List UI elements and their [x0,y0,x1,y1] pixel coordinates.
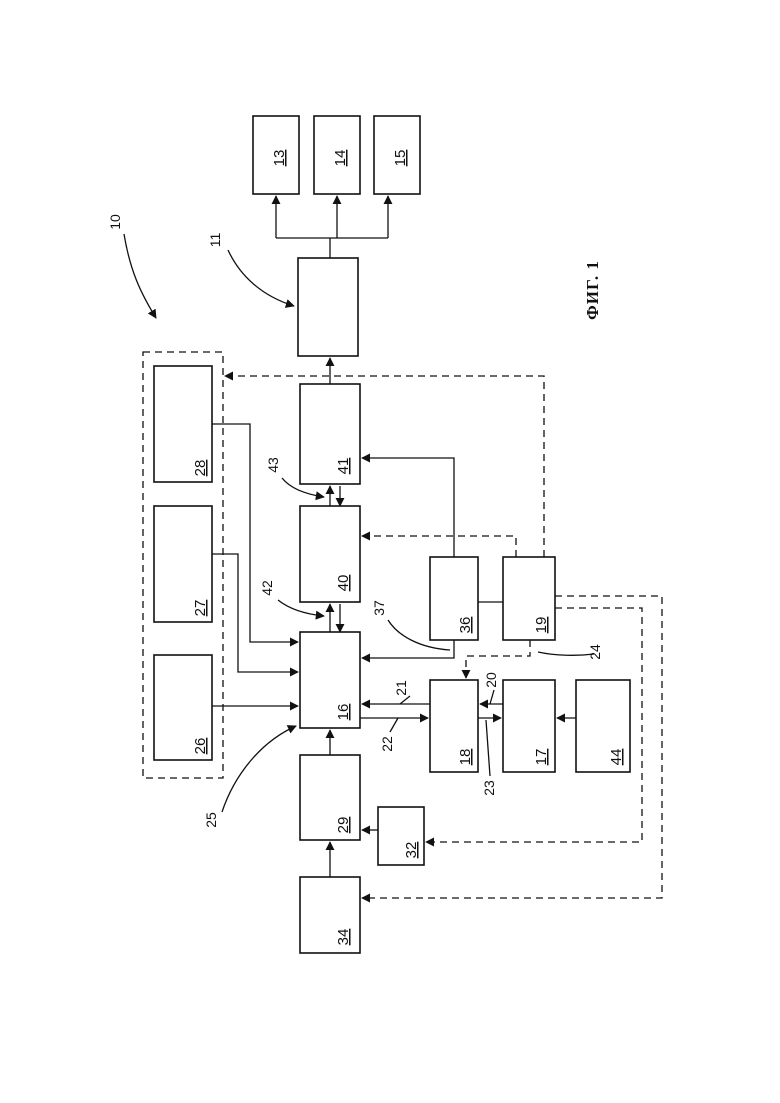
block-32-label: 32 [403,842,420,859]
ref-42-text: 42 [259,580,275,596]
block-19-label: 19 [533,617,550,634]
ref-21-text: 21 [393,680,409,696]
ref-21: 21 [393,680,410,704]
arrow-36-to-41 [362,458,454,557]
ref-25: 25 [203,726,296,828]
block-15-label: 15 [392,150,409,167]
arrow-28-to-16 [212,424,298,642]
ref-37: 37 [371,600,450,650]
block-41-label: 41 [335,458,352,475]
block-27: 27 [154,506,212,622]
block-36: 36 [430,557,478,640]
block-29-label: 29 [335,817,352,834]
ref-37-text: 37 [371,600,387,616]
ref-23: 23 [481,720,497,796]
block-11 [298,258,358,356]
figure-caption: ФИГ. 1 [583,260,602,320]
block-36-label: 36 [457,617,474,634]
ref-11-text: 11 [207,233,223,248]
block-14-label: 14 [332,150,349,167]
ref-24: 24 [538,644,603,660]
block-18: 18 [430,680,478,772]
dashed-19-to-32 [426,608,642,842]
block-16: 16 [300,632,360,728]
block-40-label: 40 [335,575,352,592]
block-41: 41 [300,384,360,484]
block-40: 40 [300,506,360,602]
ref-10: 10 [107,214,156,318]
block-44-label: 44 [608,749,625,766]
block-17: 17 [503,680,555,772]
ref-10-text: 10 [107,214,123,230]
ref-11: 11 [207,233,294,306]
block-44: 44 [576,680,630,772]
arrow-27-to-16 [212,554,298,672]
block-18-label: 18 [457,749,474,766]
block-17-label: 17 [533,749,550,766]
block-13-label: 13 [271,150,288,167]
ref-20: 20 [483,672,499,704]
ref-42: 42 [259,580,324,616]
block-29: 29 [300,755,360,840]
block-34-label: 34 [335,929,352,946]
ref-23-text: 23 [481,780,497,796]
block-27-label: 27 [192,600,209,617]
block-26-label: 26 [192,738,209,755]
ref-22: 22 [379,718,398,752]
dashed-19-to-40 [362,536,516,557]
block-15: 15 [374,116,420,194]
block-14: 14 [314,116,360,194]
group-container-dashed [143,352,223,778]
block-19: 19 [503,557,555,640]
ref-22-text: 22 [379,736,395,752]
ref-20-text: 20 [483,672,499,688]
ref-43: 43 [265,457,324,497]
block-28-label: 28 [192,460,209,477]
block-13: 13 [253,116,299,194]
block-28: 28 [154,366,212,482]
ref-43-text: 43 [265,457,281,473]
block-32: 32 [378,807,424,865]
ref-24-text: 24 [587,644,603,660]
ref-25-text: 25 [203,812,219,828]
block-26: 26 [154,655,212,760]
block-16-label: 16 [335,704,352,721]
block-34: 34 [300,877,360,953]
